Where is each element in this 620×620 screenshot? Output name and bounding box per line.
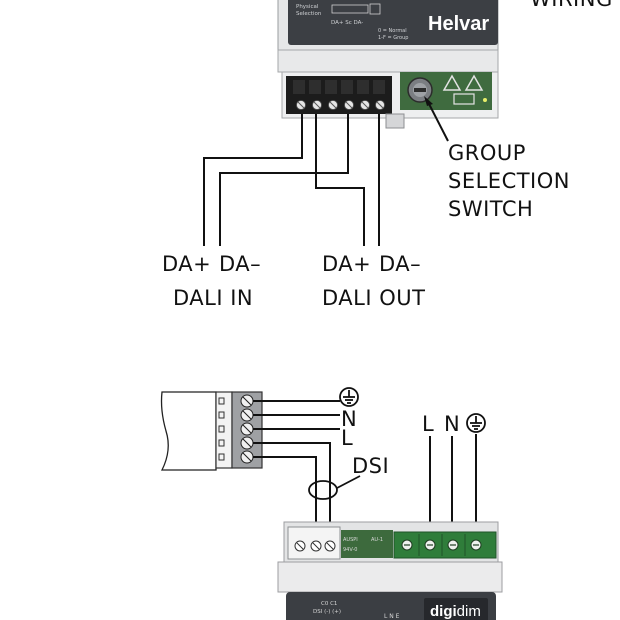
pcb-text-3: 94V-0 <box>343 547 357 553</box>
pcb-text-1: AUSPI <box>343 537 358 543</box>
switch-label-line-1: GROUP <box>448 141 526 165</box>
supply-l-label: L <box>422 412 434 436</box>
switch-leader-line <box>426 99 449 142</box>
dali-wires <box>203 114 380 246</box>
dali-out-plus-label: DA+ <box>322 252 371 276</box>
lne-text: L N E <box>384 613 400 620</box>
pcb-text-2: AU-1 <box>371 537 383 543</box>
warning-icon <box>464 74 484 91</box>
digidim-logo: digidim <box>430 603 481 620</box>
dsi-cable-loop <box>308 480 338 500</box>
dali-in-minus-label: DA– <box>219 252 261 276</box>
dali-out-minus-label: DA– <box>379 252 421 276</box>
group-text: 1-F = Group <box>378 35 408 41</box>
status-led <box>483 98 487 102</box>
wiring-heading: WIRING <box>530 0 613 11</box>
terminal-row-text: DA+ Sc DA- <box>331 20 363 26</box>
physical-selection-text-1: Physical <box>296 4 319 10</box>
dsi-label: DSI <box>352 454 389 478</box>
mains-l-label: L <box>341 426 353 450</box>
dali-in-caption: DALI IN <box>173 286 253 310</box>
switch-label-line-2: SELECTION <box>448 169 570 193</box>
dali-out-caption: DALI OUT <box>322 286 425 310</box>
supply-n-label: N <box>444 412 460 436</box>
dsi-terminal-text: DSI (-) (+) <box>313 609 341 615</box>
physical-selection-text-2: Selection <box>296 11 322 17</box>
top-dali-device: Physical Selection DA+ Sc DA- 0 = Normal… <box>277 0 499 129</box>
cable-housing <box>160 391 217 471</box>
helvar-logo: Helvar <box>428 13 489 35</box>
dali-in-plus-label: DA+ <box>162 252 211 276</box>
dip-selector-graphic <box>331 4 369 14</box>
mains-wires <box>253 400 340 534</box>
mains-n-label: N <box>341 407 357 431</box>
supply-earth-icon <box>466 413 486 433</box>
switch-label-line-3: SWITCH <box>448 197 533 221</box>
warning-icon <box>442 74 462 91</box>
mains-connector <box>160 391 263 471</box>
c0c1-text: C0 C1 <box>321 601 337 607</box>
manual-icon <box>453 93 475 105</box>
earth-icon <box>339 387 359 407</box>
normal-text: 0 = Normal <box>378 28 407 34</box>
bottom-digidim-device: AUSPI AU-1 94V-0 C0 C1 DSI (-) (+) L N E… <box>277 521 503 620</box>
